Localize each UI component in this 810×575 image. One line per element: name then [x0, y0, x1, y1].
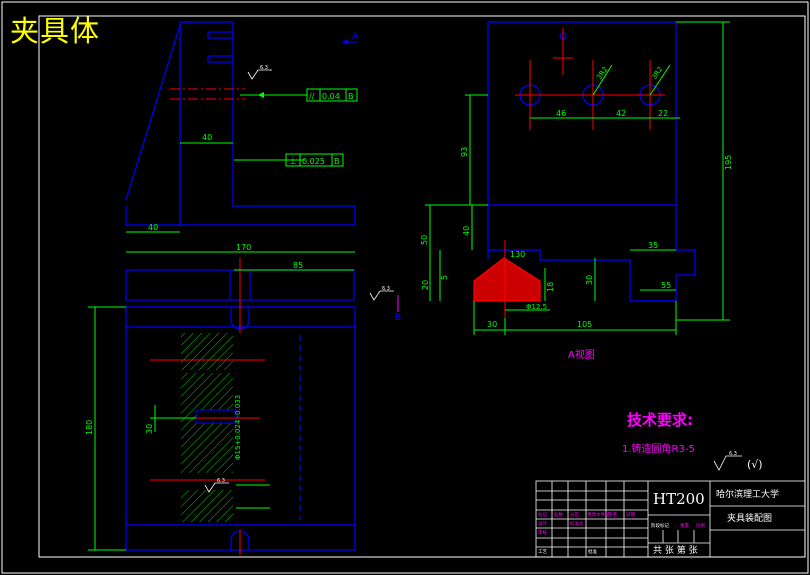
tol-perp-symbol: ⊥: [289, 157, 297, 167]
tol-parallel-symbol: //: [309, 92, 315, 101]
dim-195: 195: [724, 155, 733, 170]
tech-note: 1.铸造圆角R3-5: [622, 442, 695, 455]
svg-text:处数: 处数: [554, 511, 563, 518]
tolerance-perpendicular: ⊥ 0.025 B: [285, 153, 344, 167]
roughness-text: 6.3 6.3 6.3 6.3: [217, 65, 737, 484]
svg-text:B: B: [395, 313, 401, 323]
dim-105: 105: [577, 320, 592, 329]
drawing-title: 夹具体: [10, 14, 101, 48]
dim-hole: Φ15+0.024 -0.033: [234, 395, 242, 460]
dim-55: 55: [661, 281, 671, 290]
dim-30b: 30: [487, 320, 497, 329]
dim-5: 5: [440, 275, 449, 280]
dim-85: 85: [293, 261, 303, 270]
dim-40-left: 40: [148, 223, 158, 232]
dim-30-front: 30: [145, 424, 154, 434]
svg-text:签名: 签名: [608, 511, 617, 518]
svg-text:比例: 比例: [696, 522, 705, 529]
dim-93: 93: [460, 147, 469, 157]
title-block: [535, 480, 806, 558]
dim-130: 130: [510, 250, 525, 259]
front-dim-text: 40 40 170 85 180 30 Φ15+0.024 -0.033: [85, 133, 303, 460]
dim-35: 35: [648, 241, 658, 250]
svg-text:标准化: 标准化: [570, 520, 584, 527]
material: HT200: [653, 490, 705, 508]
drawing-name: 夹具装配图: [727, 512, 772, 524]
bore-hole: [195, 409, 237, 424]
marker-b: B: [395, 295, 401, 323]
tol-parallel-value: 0.04: [322, 92, 340, 101]
svg-text:批准: 批准: [588, 548, 597, 555]
title-block-cells: 标记 处数 分区 更改文件号 签名 日期 设计 标准化 阶段标记 重量 比例 审…: [538, 511, 705, 555]
dim-46: 46: [556, 109, 566, 118]
tol-parallel-datum: B: [348, 92, 354, 101]
dim-180: 180: [85, 420, 94, 435]
tech-title: 技术要求:: [627, 411, 693, 429]
svg-text:更改文件号: 更改文件号: [587, 511, 610, 518]
roughness-3: 6.3: [217, 478, 225, 484]
svg-text:阶段标记: 阶段标记: [651, 522, 669, 529]
tol-perp-value: 0.025: [302, 157, 325, 166]
roughness-1: 6.3: [260, 65, 268, 71]
svg-text:重量: 重量: [680, 522, 689, 529]
svg-text:审核: 审核: [538, 529, 547, 536]
svg-text:日期: 日期: [626, 512, 635, 518]
inner-frame: [38, 15, 806, 558]
roughness-4: 6.3: [729, 451, 737, 457]
hatch-lower: [181, 490, 233, 522]
dim-18: 18: [546, 282, 555, 292]
hatch-upper: [181, 333, 233, 370]
roughness-2: 6.3: [382, 286, 390, 292]
view-label: A视图: [568, 348, 595, 361]
dim-42: 42: [616, 109, 626, 118]
side-dim-text: 93 40 50 20 5 130 18 30 105 Φ12.5 30 35 …: [420, 65, 733, 329]
svg-text:工艺: 工艺: [538, 549, 547, 555]
svg-text:A: A: [352, 32, 359, 42]
dim-40-side: 40: [462, 226, 471, 236]
dim-50: 50: [420, 235, 429, 245]
leader-arrow: [258, 92, 264, 98]
dim-22: 22: [658, 109, 668, 118]
svg-text:分区: 分区: [570, 511, 579, 518]
side-dimensions: [425, 21, 730, 335]
surface-note: (√): [747, 458, 763, 471]
school-name: 哈尔滨理工大学: [716, 488, 779, 500]
svg-text:设计: 设计: [538, 520, 547, 527]
marker-a: A: [342, 32, 359, 45]
tolerance-parallel: // 0.04 B: [306, 88, 358, 102]
dim-3r2-b: 3R2: [650, 65, 664, 81]
front-view: [125, 21, 356, 551]
dim-12: Φ12.5: [526, 303, 547, 311]
dim-20: 20: [421, 280, 430, 290]
sheet-text: 共 张 第 张: [653, 544, 698, 556]
dim-30-side: 30: [585, 275, 594, 285]
side-view: [473, 21, 696, 302]
dim-170: 170: [236, 243, 251, 252]
roughness-marks: [204, 69, 742, 493]
svg-text:标记: 标记: [538, 511, 547, 518]
tol-perp-datum: B: [334, 157, 340, 166]
dim-40-top: 40: [202, 133, 212, 142]
